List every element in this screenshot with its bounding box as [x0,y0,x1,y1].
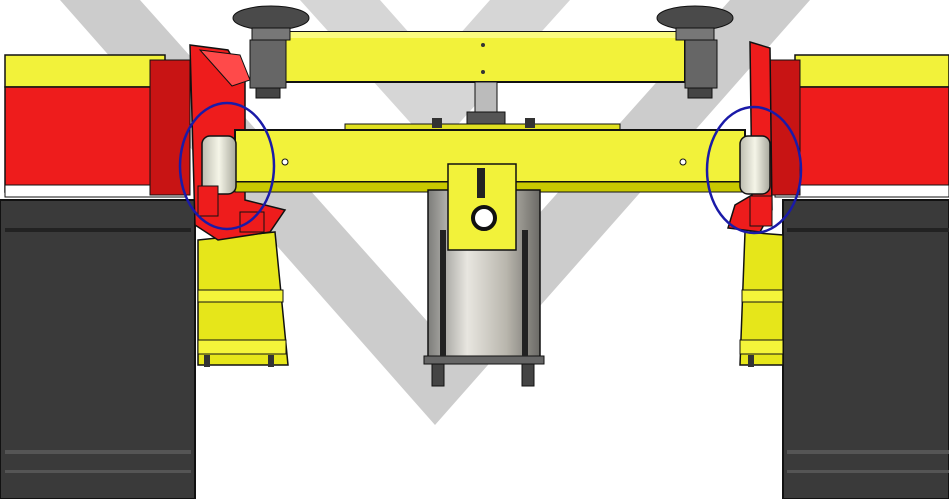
bolt-right [525,118,535,128]
left-adjust-knob [232,5,310,99]
right-lower-bracket [739,231,784,367]
left-roller [197,135,265,233]
right-red-arm [727,40,949,233]
left-highlight-circle [178,101,276,231]
cylinder-mount-plate [447,163,517,251]
post-collar [466,111,506,125]
right-highlight-circle [705,105,803,235]
right-roller [739,135,773,227]
left-lower-bracket [197,231,289,367]
right-adjust-knob [656,5,734,99]
left-column [0,199,196,499]
bolt-left [432,118,442,128]
top-yellow-bar [232,5,734,99]
right-column [782,199,949,499]
